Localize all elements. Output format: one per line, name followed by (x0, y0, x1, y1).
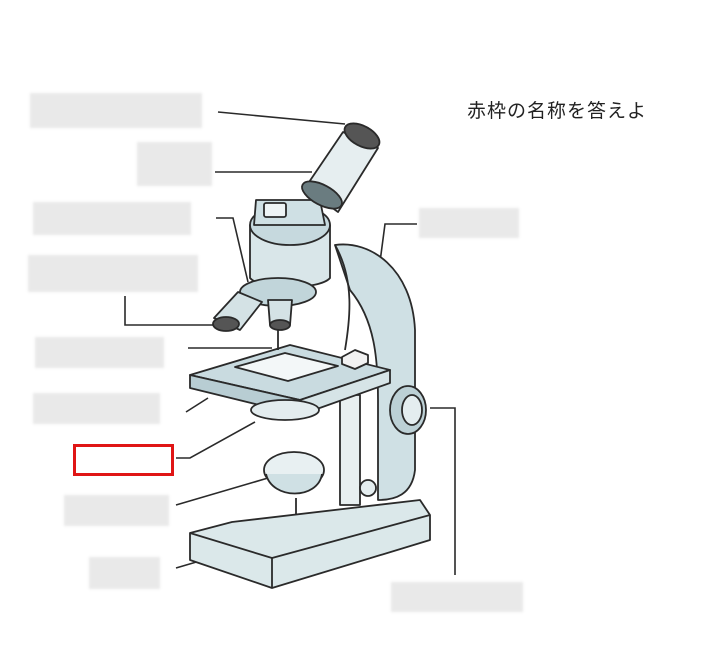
label-base (89, 557, 160, 589)
stage-clip (341, 349, 369, 370)
leader-revolver (216, 217, 249, 283)
pillar (339, 394, 361, 506)
diaphragm (250, 399, 320, 421)
label-mirror (64, 495, 169, 526)
label-revolver (33, 202, 191, 235)
leader-knob (430, 407, 456, 575)
label-stage (33, 393, 160, 424)
label-arm (419, 208, 519, 238)
leader-mirror (175, 477, 269, 506)
leader-objective (124, 296, 215, 326)
answer-box-diaphragm[interactable] (73, 444, 174, 476)
base (189, 499, 431, 589)
label-objective (28, 255, 198, 292)
leader-arm (379, 223, 417, 263)
label-adjust-knob (391, 582, 523, 612)
leader-stage (185, 397, 209, 413)
label-tube (137, 142, 212, 186)
label-clip (35, 337, 164, 368)
eyepiece (343, 122, 381, 150)
leader-diaphragm (176, 421, 256, 459)
question-text: 赤枠の名称を答えよ (467, 100, 648, 122)
leader-eyepiece (217, 111, 346, 125)
slide (234, 352, 339, 382)
label-eyepiece (30, 93, 202, 128)
arm (334, 243, 416, 501)
